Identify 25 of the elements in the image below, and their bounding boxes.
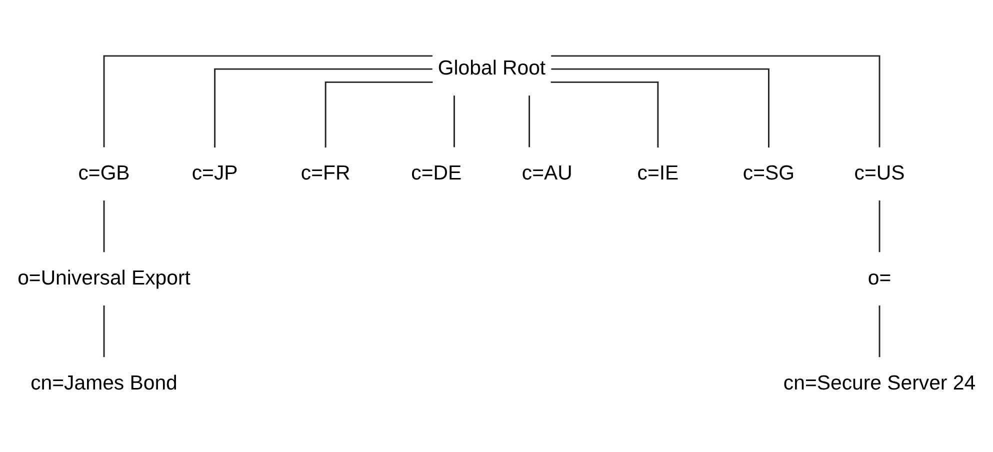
connector	[550, 80, 659, 147]
connector	[103, 200, 105, 252]
node-text: o=	[868, 266, 892, 289]
node-text: c=US	[854, 162, 905, 184]
node-text: c=DE	[411, 162, 462, 184]
node-text: c=AU	[522, 162, 572, 184]
connector	[214, 68, 432, 148]
connector	[551, 68, 770, 148]
node-text: c=IE	[637, 162, 679, 184]
connector	[103, 54, 432, 147]
connector	[551, 54, 880, 147]
connector	[878, 200, 880, 252]
connector	[878, 304, 880, 357]
node-text: cn=James Bond	[30, 372, 178, 394]
node-text: Global Root	[438, 56, 546, 79]
node-text: c=SG	[742, 162, 795, 184]
connector	[324, 80, 433, 147]
node-text: c=GB	[78, 162, 130, 184]
connector	[454, 95, 455, 147]
node-text: c=JP	[192, 162, 238, 184]
connector	[528, 95, 530, 147]
node-text: o=Universal Export	[18, 266, 190, 289]
node-text: c=FR	[300, 162, 350, 184]
connector	[103, 304, 105, 357]
node-text: cn=Secure Server 24	[783, 372, 976, 394]
